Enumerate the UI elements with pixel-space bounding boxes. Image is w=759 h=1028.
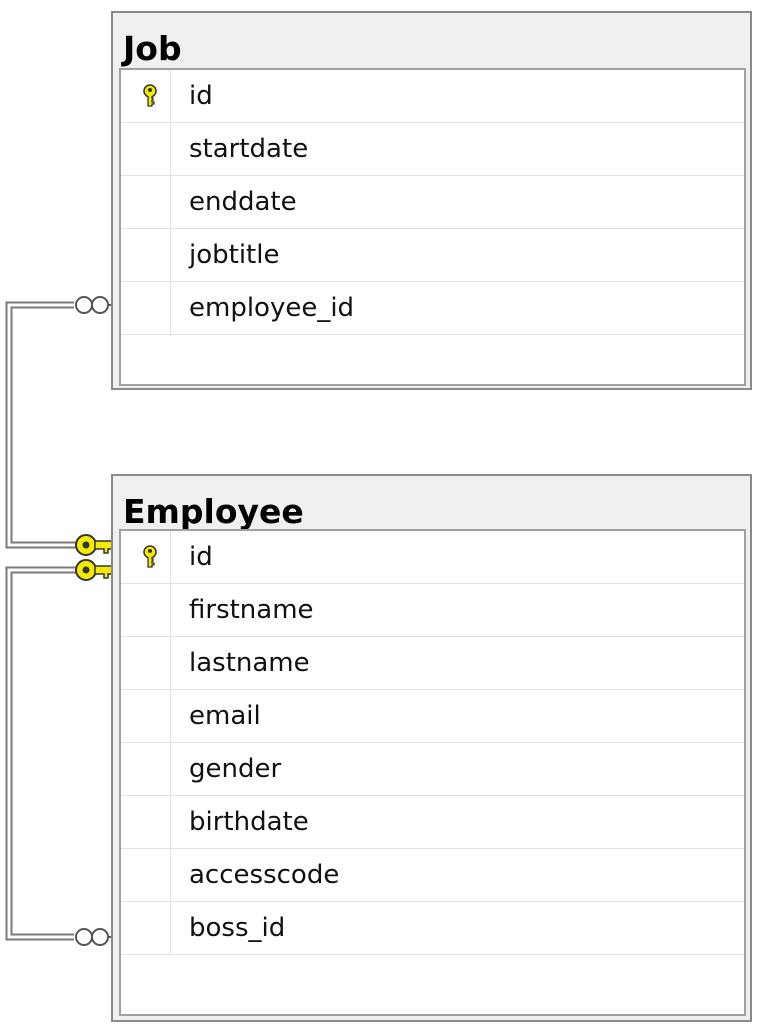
column-row-employee-id[interactable]: employee_id [121, 282, 744, 335]
one-end-key-icon [75, 534, 114, 556]
row-selector[interactable] [121, 584, 171, 636]
column-name: email [189, 701, 261, 731]
row-selector[interactable] [121, 637, 171, 689]
column-name: boss_id [189, 913, 286, 943]
column-row-startdate[interactable]: startdate [121, 123, 744, 176]
relationship-employee-boss[interactable] [5, 566, 76, 941]
row-selector[interactable] [121, 176, 171, 228]
column-name: id [189, 542, 213, 572]
one-end-key-icon [75, 559, 114, 581]
many-end-infinity-icon [75, 928, 113, 946]
column-row-id[interactable]: id [121, 531, 744, 584]
column-name: employee_id [189, 293, 355, 323]
column-row-email[interactable]: email [121, 690, 744, 743]
row-selector[interactable] [121, 849, 171, 901]
job-columns-grid: id startdate enddate jobtitle employee_i… [119, 68, 746, 386]
row-selector[interactable] [121, 229, 171, 281]
column-row-enddate[interactable]: enddate [121, 176, 744, 229]
column-row-firstname[interactable]: firstname [121, 584, 744, 637]
column-row-birthdate[interactable]: birthdate [121, 796, 744, 849]
employee-table[interactable]: Employee id firstname lastname email [111, 474, 752, 1022]
new-column-row[interactable] [121, 955, 744, 1008]
column-name: jobtitle [189, 240, 280, 270]
employee-columns-grid: id firstname lastname email gender birth… [119, 529, 746, 1016]
table-title-employee: Employee [123, 492, 304, 531]
table-title-job: Job [123, 29, 182, 68]
primary-key-icon [143, 545, 157, 568]
row-selector[interactable] [121, 531, 171, 583]
column-row-accesscode[interactable]: accesscode [121, 849, 744, 902]
column-name: lastname [189, 648, 310, 678]
column-name: firstname [189, 595, 314, 625]
row-selector[interactable] [121, 743, 171, 795]
column-row-boss-id[interactable]: boss_id [121, 902, 744, 955]
row-selector[interactable] [121, 70, 171, 122]
column-row-jobtitle[interactable]: jobtitle [121, 229, 744, 282]
job-table[interactable]: Job id startdate enddate jobtitle [111, 11, 752, 390]
relationship-job-employee[interactable] [5, 301, 76, 549]
column-row-gender[interactable]: gender [121, 743, 744, 796]
column-row-lastname[interactable]: lastname [121, 637, 744, 690]
column-name: gender [189, 754, 282, 784]
primary-key-icon [143, 84, 157, 107]
many-end-infinity-icon [75, 296, 113, 314]
column-name: accesscode [189, 860, 340, 890]
column-name: enddate [189, 187, 297, 217]
new-column-row[interactable] [121, 335, 744, 388]
row-selector[interactable] [121, 796, 171, 848]
row-selector[interactable] [121, 123, 171, 175]
column-name: birthdate [189, 807, 309, 837]
column-row-id[interactable]: id [121, 70, 744, 123]
row-selector[interactable] [121, 690, 171, 742]
row-selector[interactable] [121, 282, 171, 334]
column-name: startdate [189, 134, 309, 164]
row-selector[interactable] [121, 902, 171, 954]
column-name: id [189, 81, 213, 111]
